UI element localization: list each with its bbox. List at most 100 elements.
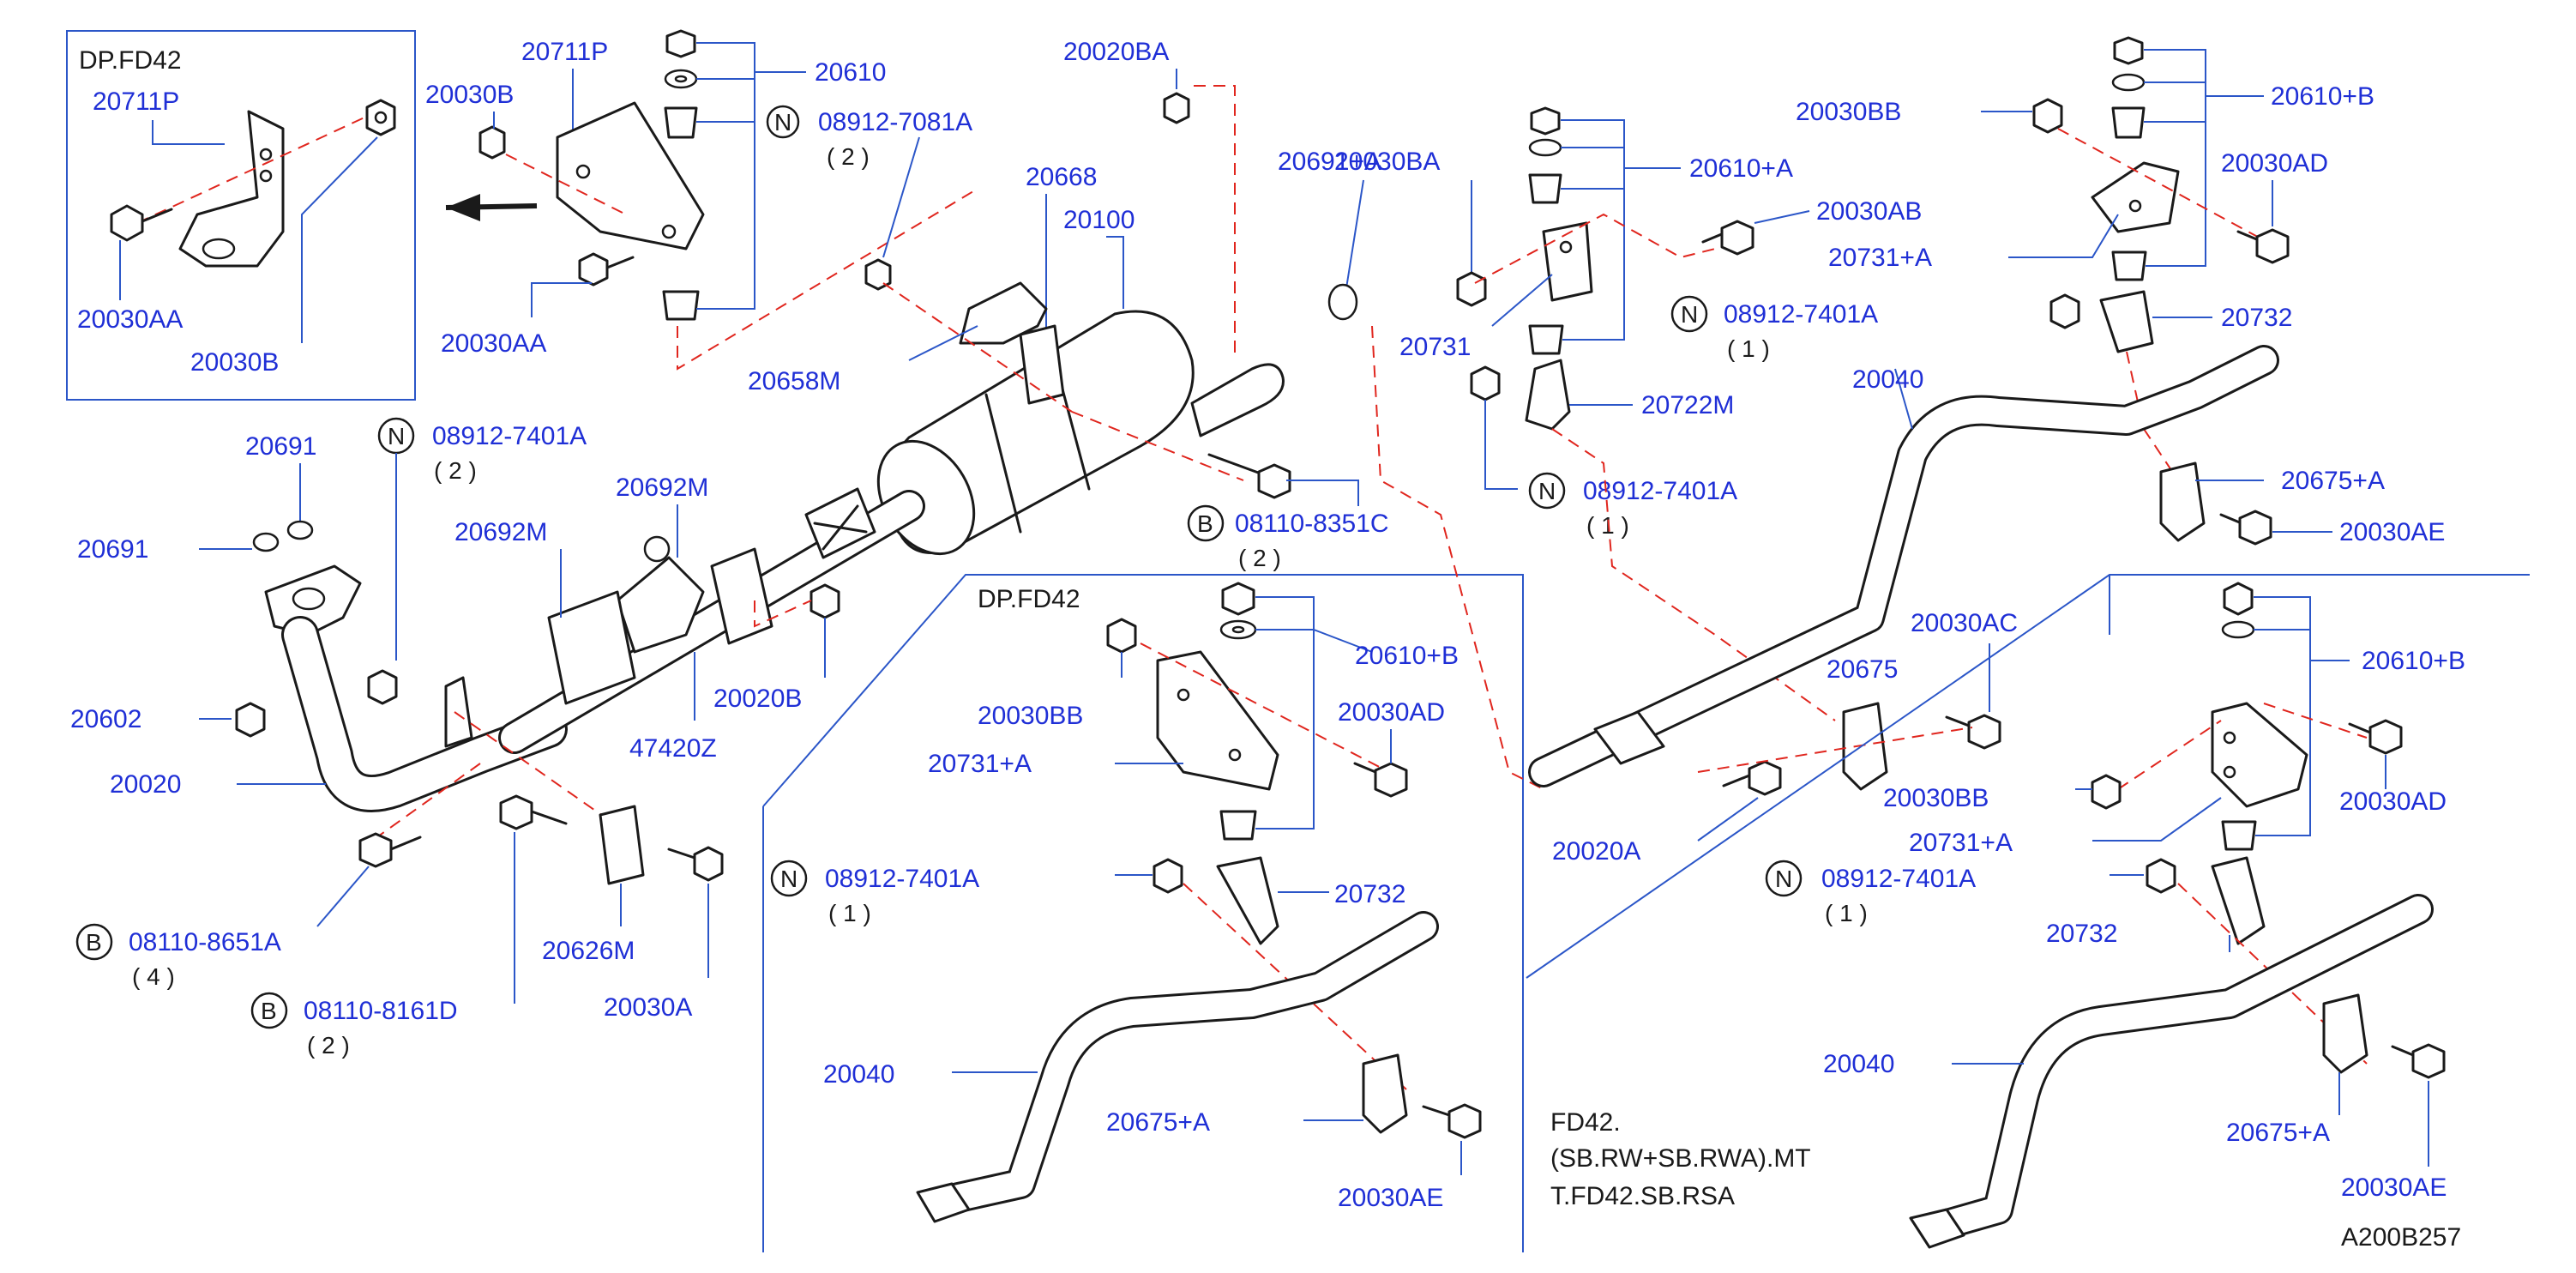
gasket-icon (1327, 283, 1358, 321)
bolt-icon (667, 846, 724, 882)
tailpipe (1190, 363, 1285, 437)
front-pipe-fill (284, 618, 565, 810)
nut-icon (367, 669, 398, 705)
nut-icon (2113, 36, 2144, 65)
label-20030AD-r: 20030AD (2339, 787, 2447, 816)
nut-icon (365, 99, 396, 136)
label-20030AD-mid: 20030AD (1338, 698, 1445, 727)
grommet-icon (2111, 250, 2147, 281)
bracket-20732-r (2211, 856, 2266, 945)
clamp-20658M (959, 281, 1048, 345)
bracket-hole (259, 169, 273, 183)
marker-n-letter: N (1538, 478, 1556, 504)
qty-08912-7401A-r: ( 1 ) (1825, 900, 1868, 926)
label-20675: 20675 (1827, 655, 1898, 684)
hanger-20675A-mid (1362, 1053, 1408, 1134)
label-20675A-mid: 20675+A (1106, 1108, 1210, 1137)
label-20610A: 20610+A (1689, 154, 1793, 183)
leader-20610A (1561, 119, 1681, 341)
qty-08110-8651A: ( 4 ) (132, 963, 175, 990)
nut-icon (810, 583, 840, 619)
marker-n-letter: N (1775, 866, 1792, 892)
note-line-3: T.FD42.SB.RSA (1550, 1182, 1735, 1210)
flange-20020A (1593, 710, 1665, 765)
gasket-icon (286, 520, 314, 540)
label-20722M: 20722M (1641, 391, 1734, 419)
label-20675A-r: 20675+A (2226, 1119, 2330, 1147)
label-20030AA-inset: 20030AA (77, 305, 183, 334)
nut-icon (1470, 365, 1501, 401)
label-20030AD-top: 20030AD (2221, 149, 2328, 178)
marker-n-letter: N (780, 866, 797, 892)
bolt-icon (499, 794, 568, 830)
bracket-hole (2223, 731, 2236, 745)
label-20030AA: 20030AA (441, 329, 546, 358)
label-20020: 20020 (110, 770, 181, 799)
label-08912-7401A-left: 08912-7401A (432, 422, 587, 450)
label-20030BA: 20030BA (1334, 148, 1440, 176)
leader-20100 (1106, 236, 1124, 309)
qty-08912-7401A-bl: ( 1 ) (828, 900, 871, 926)
label-20030BB-r: 20030BB (1883, 784, 1989, 812)
label-20691-b: 20691 (77, 535, 148, 564)
bolt-icon (1207, 453, 1291, 499)
bracket-hole (575, 164, 591, 179)
leader-20040-top (1894, 368, 1913, 430)
label-20030AE-mid: 20030AE (1338, 1184, 1443, 1212)
leader-08912-7081A (882, 136, 920, 258)
leader-20731 (1491, 274, 1553, 327)
nut-icon (665, 29, 696, 58)
label-08110-8351C: 08110-8351C (1235, 510, 1389, 538)
label-47420Z: 47420Z (629, 734, 717, 763)
grommet-icon (2221, 820, 2257, 851)
grommet-icon (662, 290, 700, 321)
leader-08110-8351C (1286, 480, 1359, 506)
leader-20610B-top (2144, 49, 2264, 267)
label-20040-r: 20040 (1823, 1050, 1894, 1078)
marker-n (1528, 472, 1566, 510)
leader-08912-7401A-mid2 (1484, 400, 1518, 490)
cutline (505, 154, 627, 215)
label-20020A: 20020A (1552, 837, 1640, 866)
nut-icon (1530, 106, 1561, 136)
leader-20030B-inset (301, 136, 378, 343)
label-20668: 20668 (1026, 163, 1097, 191)
hanger-20675 (1842, 702, 1888, 791)
washer-icon (1528, 138, 1562, 157)
hanger-20722M (1525, 359, 1571, 431)
inset-box-dp-fd42 (66, 30, 416, 401)
bracket-hole (1177, 688, 1190, 702)
bracket-20668 (1019, 324, 1065, 405)
marker-n (1765, 860, 1803, 897)
label-20030BB-mid: 20030BB (978, 702, 1083, 730)
bracket-hole (259, 148, 273, 161)
grommet-icon (1219, 810, 1257, 841)
label-20692M-b: 20692M (454, 518, 547, 546)
label-08912-7401A-mid2: 08912-7401A (1583, 477, 1737, 505)
marker-b-letter: B (86, 929, 102, 956)
leader-20020A (1697, 797, 1759, 842)
label-20691A: 20691+A (1278, 148, 1381, 176)
nut-icon (2223, 582, 2254, 616)
grommet-icon (2111, 106, 2146, 139)
qty-08912-7401A-left: ( 2 ) (434, 457, 477, 484)
tailpipe-flange (916, 1182, 971, 1223)
label-20030BB-top: 20030BB (1796, 98, 1901, 126)
grommet-icon (664, 106, 698, 139)
cutline (1697, 727, 1973, 773)
gasket-icon (252, 532, 280, 552)
label-20691-a: 20691 (245, 432, 316, 461)
label-20731A-r: 20731+A (1909, 829, 2013, 857)
hanger-20675A-r (2322, 993, 2368, 1074)
flex-mesh (813, 504, 868, 551)
bolt-icon (1353, 762, 1408, 798)
leader-20030AB (1754, 210, 1810, 224)
hanger-20675A-top (2159, 462, 2206, 542)
inset-box-dp-fd42-lower (762, 574, 1524, 1252)
nut-icon (235, 702, 266, 738)
cutline (754, 600, 812, 628)
nut-icon (1153, 858, 1183, 894)
marker-n-letter: N (774, 109, 791, 136)
label-20675A-top: 20675+A (2281, 467, 2385, 495)
